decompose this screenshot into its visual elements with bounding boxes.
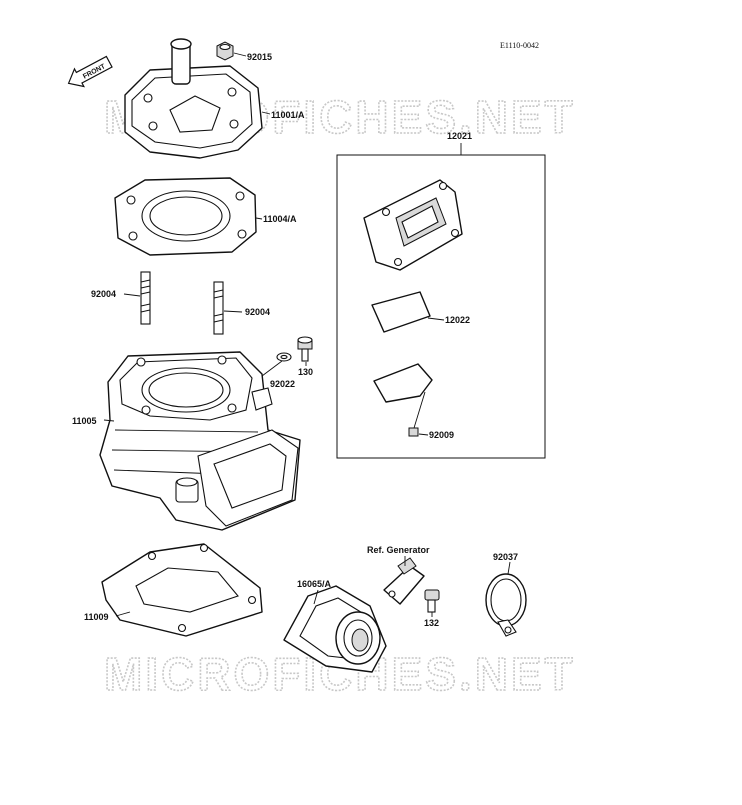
label-ref-generator: Ref. Generator [367,545,430,555]
assembly-box-12021 [336,154,546,459]
base-gasket [101,543,263,637]
label-12021: 12021 [447,131,472,141]
label-92009: 92009 [429,430,454,440]
head-gasket [114,177,257,256]
diagram-code: E1110-0042 [500,41,539,50]
label-92015: 92015 [247,52,272,62]
cylinder-head [124,38,263,159]
reed-petal-12022 [371,291,431,333]
label-12022: 12022 [445,315,470,325]
stud-right [213,281,224,335]
stud-left [140,271,151,325]
washer-92022 [276,352,292,362]
label-92022: 92022 [270,379,295,389]
label-16065a: 16065/A [297,579,332,589]
label-92004-right: 92004 [245,307,270,317]
label-11004a: 11004/A [263,214,297,224]
cylinder [99,351,301,531]
label-11001a: 11001/A [271,110,305,120]
intake-manifold [283,585,387,673]
nut-92015 [216,41,234,61]
label-92037: 92037 [493,552,518,562]
reed-stopper [373,363,433,403]
bolt-130 [297,336,313,362]
clamp-92037 [485,573,527,637]
label-130: 130 [298,367,313,377]
reed-valve [363,179,463,271]
generator-bracket [383,557,425,605]
bolt-132 [424,589,440,613]
label-132: 132 [424,618,439,628]
label-11009: 11009 [84,612,109,622]
screw-92009 [408,391,426,437]
front-arrow-icon: FRONT [67,55,113,88]
label-11005: 11005 [72,416,97,426]
label-92004-left: 92004 [91,289,116,299]
